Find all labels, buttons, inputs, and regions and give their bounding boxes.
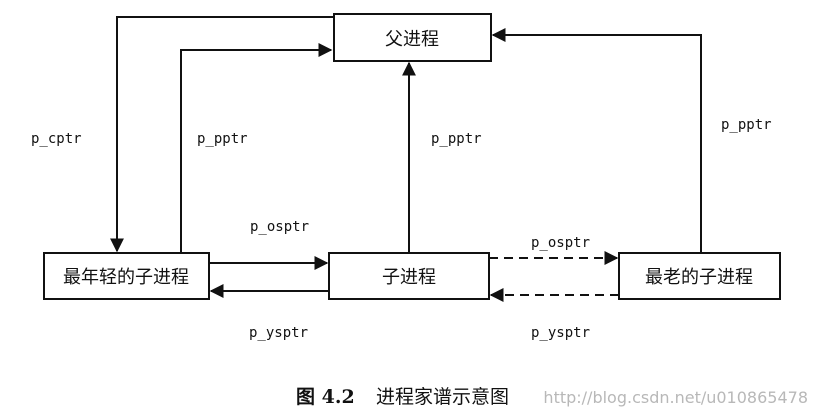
figure-number: 图 4.2 (296, 386, 355, 408)
figure-title: 进程家谱示意图 (376, 386, 509, 408)
edge-p-cptr (110, 16, 334, 253)
label-p-cptr: p_cptr (31, 131, 82, 147)
label-p-pptr-oldest: p_pptr (721, 117, 772, 133)
node-youngest-child-label: 最年轻的子进程 (63, 267, 189, 288)
label-p-ysptr-left: p_ysptr (249, 325, 308, 341)
node-oldest-child-label: 最老的子进程 (645, 267, 753, 288)
node-parent: 父进程 (333, 13, 492, 62)
label-p-osptr-left: p_osptr (250, 219, 309, 235)
label-p-ysptr-right: p_ysptr (531, 325, 590, 341)
edge-p-pptr-youngest (180, 43, 333, 253)
label-p-pptr-child: p_pptr (431, 131, 482, 147)
node-parent-label: 父进程 (385, 29, 439, 50)
edge-p-pptr-oldest (491, 28, 702, 253)
node-child: 子进程 (328, 252, 490, 300)
watermark-text: http://blog.csdn.net/u010865478 (543, 388, 808, 407)
label-p-osptr-right: p_osptr (531, 235, 590, 251)
label-p-pptr-youngest: p_pptr (197, 131, 248, 147)
node-child-label: 子进程 (382, 267, 436, 288)
node-oldest-child: 最老的子进程 (618, 252, 781, 300)
node-youngest-child: 最年轻的子进程 (43, 252, 210, 300)
